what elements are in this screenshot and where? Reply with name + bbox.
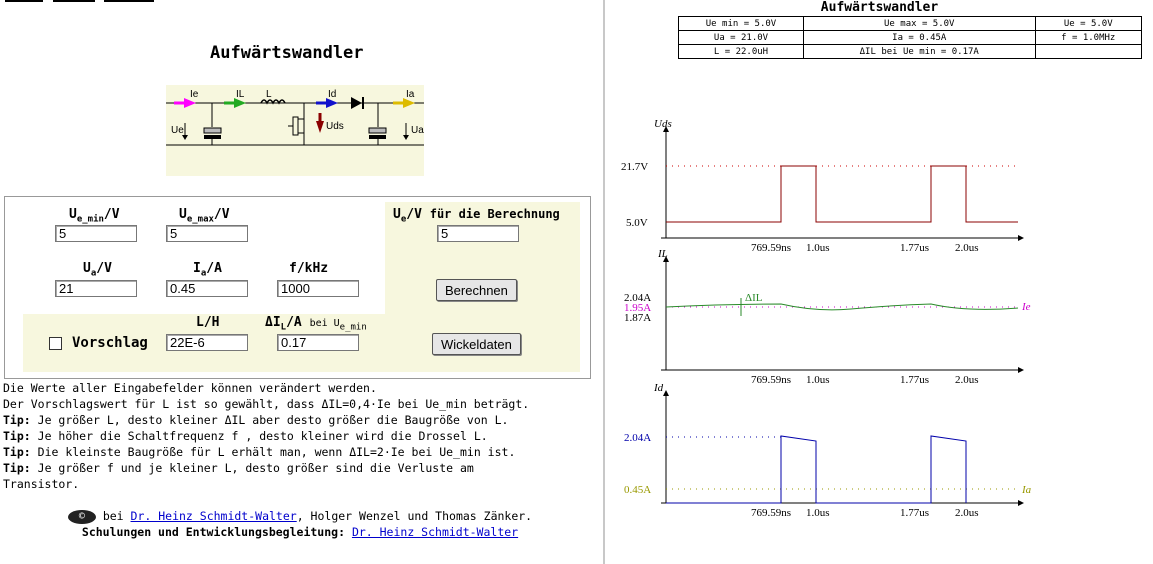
l-input[interactable] — [166, 334, 248, 351]
circuit-label: Id — [328, 89, 336, 100]
plot-title: IL — [657, 248, 668, 260]
table-cell — [1034, 44, 1142, 59]
x-tick: 769.59ns — [751, 507, 791, 519]
x-tick: 769.59ns — [751, 374, 791, 386]
dil-label: ΔIL/A bei Ue_min — [265, 315, 367, 333]
ue-max-label: Ue_max/V — [179, 207, 230, 225]
table-cell: ΔIL bei Ue min = 0.17A — [803, 44, 1036, 59]
y-label: 21.7V — [621, 161, 648, 173]
circuit-label: L — [266, 89, 272, 100]
annotation: ΔIL — [745, 292, 763, 304]
x-tick: 1.77us — [900, 507, 929, 519]
top-link-bar[interactable] — [104, 0, 154, 2]
note-line: Die Werte aller Eingabefelder können ver… — [3, 381, 377, 395]
circuit-label: IL — [236, 89, 245, 100]
vorschlag-checkbox[interactable] — [49, 337, 62, 350]
input-panel: Ue_min/V Ue_max/V Ue/V für die Berechnun… — [4, 196, 591, 379]
circuit-diagram: Ie IL L Id Ia Ue Uds Ua — [166, 85, 424, 176]
diode-icon — [351, 97, 362, 109]
y-label: 0.45A — [624, 484, 651, 496]
ua-label: Ua/V — [83, 261, 112, 279]
x-tick: 2.0us — [955, 242, 979, 254]
dil-input[interactable] — [277, 334, 359, 351]
parameter-table: Ue min = 5.0V Ue max = 5.0V Ue = 5.0V Ua… — [678, 16, 1142, 59]
circuit-label: Ue — [171, 125, 184, 136]
f-label: f/kHz — [289, 261, 329, 276]
table-cell: L = 22.0uH — [678, 44, 804, 59]
ia-input[interactable] — [166, 280, 248, 297]
circuit-label: Ie — [190, 89, 199, 100]
plot-title: Id — [653, 382, 664, 394]
x-tick: 1.0us — [806, 242, 830, 254]
note-line: Der Vorschlagswert für L ist so gewählt,… — [3, 397, 530, 411]
right-pane: Aufwärtswandler Ue min = 5.0V Ue max = 5… — [606, 0, 1153, 564]
circuit-label: Ua — [411, 125, 424, 136]
ue-max-input[interactable] — [166, 225, 248, 242]
il-plot: IL 2.04A 1.95A 1.87A ΔIL Ie 769.59ns 1.0… — [624, 248, 1031, 386]
ie-arrow-icon — [184, 98, 196, 108]
note-line: Tip: Je größer L, desto kleiner ΔIL aber… — [3, 413, 509, 427]
notes-text: Die Werte aller Eingabefelder können ver… — [3, 380, 599, 492]
page-title: Aufwärtswandler — [210, 43, 364, 63]
id-arrow-icon — [326, 98, 338, 108]
y-label: 2.04A — [624, 292, 651, 304]
vorschlag-label: Vorschlag — [72, 335, 148, 351]
f-input[interactable] — [277, 280, 359, 297]
x-tick: 2.0us — [955, 374, 979, 386]
plot-title: Uds — [654, 118, 672, 130]
ia-arrow-icon — [403, 98, 415, 108]
x-tick: 1.0us — [806, 374, 830, 386]
ue-min-label: Ue_min/V — [69, 207, 120, 225]
ue-calc-label: Ue/V für die Berechnung — [393, 207, 560, 225]
id-plot: Id 2.04A 0.45A Ia 769.59ns 1.0us 1.77us … — [624, 382, 1032, 519]
pane-divider[interactable] — [603, 0, 605, 564]
uds-plot: Uds 21.7V 5.0V 769.59ns 1.0us 1.77us 2.0… — [621, 118, 1024, 254]
y-label: 1.87A — [624, 312, 651, 324]
uds-arrow-icon — [316, 121, 324, 133]
note-line: Tip: Die kleinste Baugröße für L erhält … — [3, 445, 516, 459]
credits: © bei Dr. Heinz Schmidt-Walter, Holger W… — [0, 508, 600, 540]
copyright-logo-icon: © — [67, 509, 96, 524]
result-title: Aufwärtswandler — [820, 0, 939, 15]
y-label: 2.04A — [624, 432, 651, 444]
annotation: Ia — [1021, 484, 1032, 496]
berechnen-button[interactable]: Berechnen — [436, 279, 517, 301]
inductor-icon — [260, 99, 286, 105]
circuit-label: Ia — [406, 89, 415, 100]
author-link[interactable]: Dr. Heinz Schmidt-Walter — [130, 509, 297, 523]
ua-input[interactable] — [55, 280, 137, 297]
top-link-bar[interactable] — [5, 0, 43, 2]
x-tick: 2.0us — [955, 507, 979, 519]
ue-calc-input[interactable] — [437, 225, 519, 242]
note-line: Tip: Je höher die Schaltfrequenz f , des… — [3, 429, 488, 443]
ia-label: Ia/A — [193, 261, 222, 279]
x-tick: 1.77us — [900, 374, 929, 386]
top-link-bar[interactable] — [53, 0, 95, 2]
y-label: 1.95A — [624, 302, 651, 314]
waveform-plots: Uds 21.7V 5.0V 769.59ns 1.0us 1.77us 2.0… — [621, 118, 1032, 519]
circuit-label: Uds — [326, 121, 344, 132]
transistor-icon — [292, 116, 299, 136]
x-tick: 769.59ns — [751, 242, 791, 254]
x-tick: 1.0us — [806, 507, 830, 519]
note-line: Transistor. — [3, 477, 80, 491]
note-line: Tip: Je größer f und je kleiner L, desto… — [3, 461, 474, 475]
training-link[interactable]: Dr. Heinz Schmidt-Walter — [351, 525, 519, 539]
annotation: Ie — [1021, 301, 1031, 313]
ue-min-input[interactable] — [55, 225, 137, 242]
wickeldaten-button[interactable]: Wickeldaten — [432, 333, 521, 355]
left-pane: Aufwärtswandler — [0, 0, 600, 540]
l-label: L/H — [196, 315, 220, 330]
il-arrow-icon — [234, 98, 246, 108]
y-label: 5.0V — [626, 217, 648, 229]
x-tick: 1.77us — [900, 242, 929, 254]
